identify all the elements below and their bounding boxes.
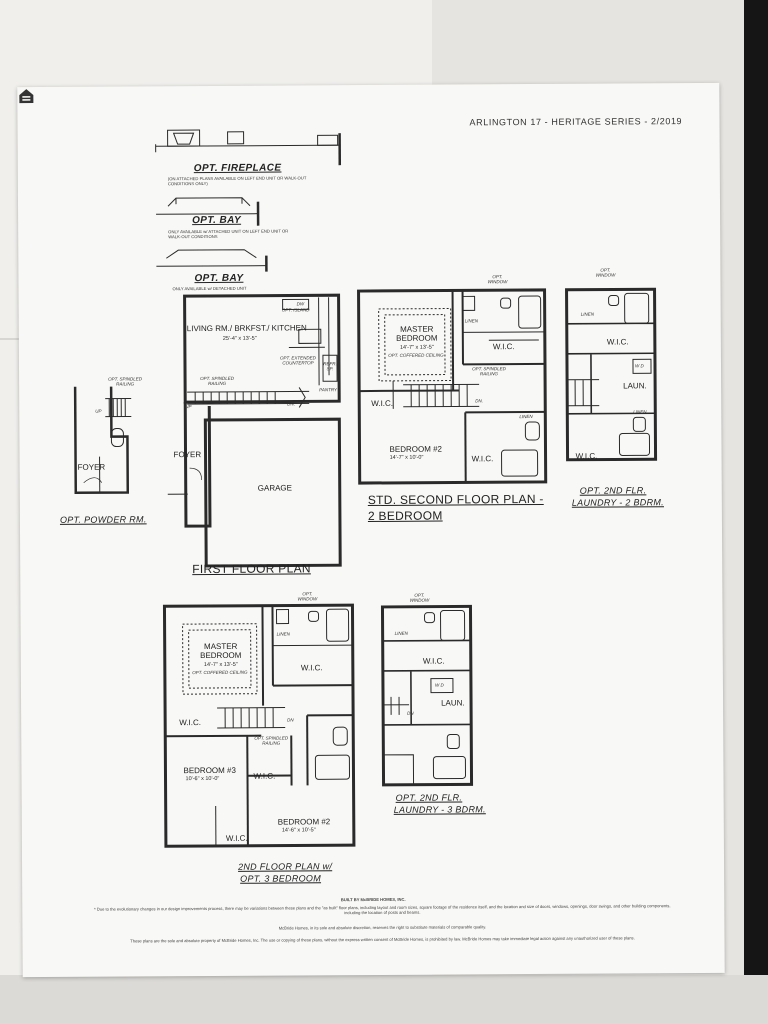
laundry2-wic-2-label: W.I.C.	[575, 451, 598, 461]
powder-room-drawing	[73, 386, 132, 495]
dishwasher-label: DW	[296, 301, 305, 307]
background-dark-edge	[744, 0, 768, 1024]
std-railing-label: OPT. SPINDLED RAILING	[472, 366, 506, 377]
fireplace-option-title: OPT. FIREPLACE	[193, 162, 282, 175]
laundry-3bdrm-drawing	[380, 604, 474, 787]
floor-plan-sheet: ARLINGTON 17 - HERITAGE SERIES - 2/2019 …	[17, 82, 725, 978]
bay-option-drawing	[156, 197, 260, 226]
bay2-option-drawing	[156, 249, 268, 272]
three-bed-coffered-label: OPT. COFFERED CEILING	[192, 669, 248, 676]
three-bed-master-label: MASTER BEDROOM	[200, 641, 242, 661]
three-bed-wic-4-label: W.I.C.	[225, 833, 248, 843]
countertop-option-label: OPT. EXTENDED COUNTERTOP	[280, 355, 316, 366]
fireplace-option-drawing	[155, 129, 342, 166]
series-header: ARLINGTON 17 - HERITAGE SERIES - 2/2019	[469, 116, 683, 128]
laundry3-laun-label: LAUN.	[441, 698, 465, 708]
laundry3-title-line2: LAUNDRY - 3 BDRM.	[393, 804, 486, 815]
std-linen-2-label: LINEN	[519, 414, 533, 420]
three-bed-wic-3-label: W.I.C.	[253, 771, 276, 781]
laundry3-title-line1: OPT. 2ND FLR.	[395, 792, 463, 803]
std-second-title-line1: STD. SECOND FLOOR PLAN -	[367, 491, 544, 508]
std-bedroom-2-dimensions: 14'-7" x 10'-0"	[389, 454, 424, 461]
std-wic-1-label: W.I.C.	[492, 342, 515, 352]
powder-foyer-label: FOYER	[77, 462, 106, 472]
background-table	[0, 975, 768, 1024]
laundry2-laun-label: LAUN.	[623, 381, 647, 391]
living-room-label: LIVING RM./ BRKFST./ KITCHEN	[186, 323, 307, 334]
laundry2-wd-label: W D	[634, 363, 644, 369]
laundry2-title-line2: LAUNDRY - 2 BDRM.	[571, 497, 664, 508]
three-bedroom-drawing	[162, 603, 356, 848]
std-dn-label: DN.	[475, 398, 483, 404]
refrigerator-space-label: REFR. SP.	[323, 361, 337, 372]
std-coffered-label: OPT. COFFERED CEILING	[388, 352, 444, 358]
three-bed-title-line2: OPT. 3 BEDROOM	[240, 873, 322, 884]
std-second-floor-drawing	[357, 288, 548, 485]
three-bed-master-dimensions: 14'-7" x 13'-5"	[203, 661, 238, 669]
island-option-label: OPT. ISLAND	[281, 307, 310, 313]
laundry2-linen-2-label: LINEN	[633, 409, 647, 415]
powder-up-label: UP	[95, 408, 102, 414]
three-bed-linen-label: LINEN	[276, 631, 290, 637]
bay-option-title: OPT. BAY	[192, 214, 242, 227]
std-bedroom-2-label: BEDROOM #2	[389, 444, 443, 454]
std-wic-2-label: W.I.C.	[371, 398, 394, 408]
first-floor-drawing	[167, 293, 342, 568]
three-bed-wic-1-label: W.I.C.	[300, 663, 323, 673]
fireplace-option-note: (ON ATTACHED PLANS AVAILABLE ON LEFT END…	[167, 175, 307, 187]
laundry3-wic-label: W.I.C.	[422, 656, 445, 666]
std-wic-3-label: W.I.C.	[471, 454, 494, 464]
first-floor-dn-label: DN.	[287, 401, 295, 407]
three-bed-bedroom-2-dimensions: 14'-6" x 10'-5"	[281, 827, 316, 834]
laundry3-wd-label: W D	[434, 682, 444, 688]
bay2-option-title: OPT. BAY	[194, 272, 244, 285]
three-bed-bedroom-3-label: BEDROOM #3	[183, 765, 236, 776]
living-room-dimensions: 25'-4" x 13'-5"	[222, 335, 257, 342]
std-master-dimensions: 14'-7" x 13'-5"	[399, 344, 434, 351]
three-bed-bedroom-3-dimensions: 10'-6" x 10'-0"	[185, 775, 220, 783]
floor-plan-drawings	[73, 129, 658, 848]
laundry2-linen-label: LINEN	[580, 311, 594, 317]
laundry2-title-line1: OPT. 2ND FLR.	[579, 485, 647, 496]
laundry3-dn-label: DN	[407, 710, 414, 716]
three-bed-bedroom-2-label: BEDROOM #2	[277, 817, 331, 827]
std-linen-label: LINEN	[464, 318, 479, 324]
laundry3-window-label: OPT. WINDOW	[409, 592, 430, 603]
laundry2-window-label: OPT. WINDOW	[595, 267, 616, 278]
first-floor-plan-title: FIRST FLOOR PLAN	[192, 561, 311, 577]
laundry2-wic-1-label: W.I.C.	[606, 337, 629, 347]
laundry-2bdrm-drawing	[565, 287, 658, 462]
first-floor-up-label: UP	[185, 404, 192, 410]
three-bed-window-label: OPT. WINDOW	[297, 591, 318, 602]
std-master-bedroom-label: MASTER BEDROOM	[396, 324, 438, 343]
pantry-label: PANTRY	[319, 387, 337, 393]
first-floor-foyer-label: FOYER	[173, 450, 202, 460]
equal-housing-opportunity-icon	[19, 89, 34, 104]
three-bed-title-line1: 2ND FLOOR PLAN w/	[238, 861, 333, 872]
laundry3-linen-label: LINEN	[394, 630, 408, 636]
std-window-label: OPT. WINDOW	[487, 274, 508, 285]
garage-label: GARAGE	[257, 483, 293, 493]
bay-option-note: ONLY AVAILABLE w/ ATTACHED UNIT ON LEFT …	[168, 228, 289, 240]
three-bed-dn-label: DN	[287, 717, 294, 723]
powder-room-title: OPT. POWDER RM.	[59, 514, 147, 525]
three-bed-railing-label: OPT. SPINDLED RAILING	[254, 735, 289, 746]
bay2-option-note: ONLY AVAILABLE w/ DETACHED UNIT	[172, 285, 247, 292]
std-second-title-line2: 2 BEDROOM	[367, 508, 443, 524]
powder-railing-label: OPT. SPINDLED RAILING	[108, 376, 143, 387]
three-bed-wic-2-label: W.I.C.	[179, 718, 201, 728]
first-floor-railing-label: OPT. SPINDLED RAILING	[200, 375, 235, 386]
